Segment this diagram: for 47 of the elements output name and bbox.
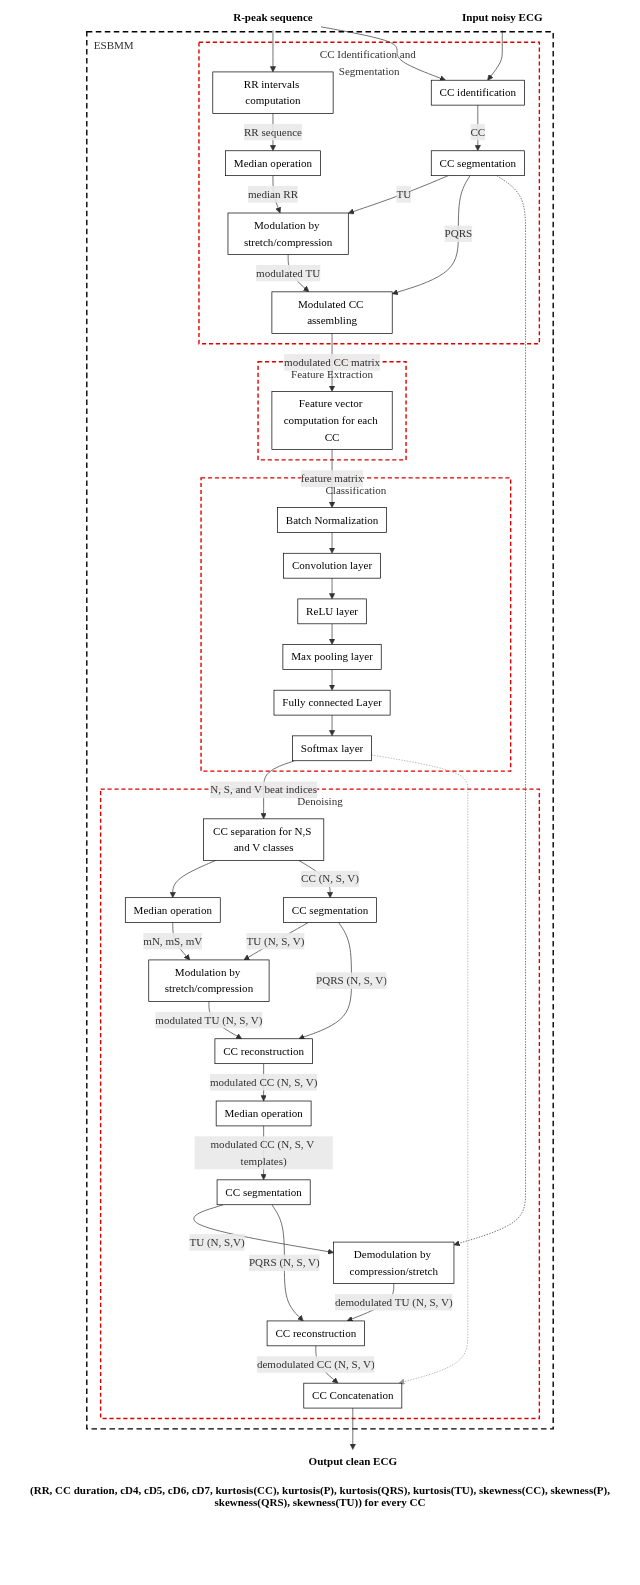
node-box: CC segmentation xyxy=(430,150,525,176)
node-box: Fully connected Layer xyxy=(273,689,391,716)
node-box: CC separation for N,S and V classes xyxy=(203,818,325,861)
edge-label: modulated TU xyxy=(256,266,321,279)
node-box: CC Concatenation xyxy=(303,1382,403,1409)
edge-label: N, S, and V beat indices xyxy=(210,783,318,796)
node-box: CC reconstruction xyxy=(214,1038,313,1064)
edge-label: PQRS (N, S, V) xyxy=(316,974,387,987)
node-box: RR intervals computation xyxy=(212,71,334,114)
edge-label: modulated CC (N, S, V) xyxy=(209,1076,318,1088)
node-box: Convolution layer xyxy=(283,552,381,579)
node-box: Demodulation by compression/stretch xyxy=(333,1241,455,1284)
node-box: Batch Normalization xyxy=(277,507,387,533)
node-box: Modulated CC assembling xyxy=(271,291,393,334)
node-box: Modulation by stretch/compression xyxy=(227,212,349,255)
edge-label: PQRS (N, S, V) xyxy=(248,1256,320,1269)
edge-label: TU (N, S, V) xyxy=(246,935,305,947)
node-box: CC identification xyxy=(430,79,525,106)
node-box: Softmax layer xyxy=(292,735,372,762)
node-box: Feature vector computation for each CC xyxy=(271,391,393,450)
node-box: Median operation xyxy=(124,897,221,923)
node-box: Median operation xyxy=(215,1100,312,1127)
edge-label: TU xyxy=(396,188,412,200)
edge-label: CC (N, S, V) xyxy=(301,872,360,885)
node-box: CC segmentation xyxy=(283,897,377,923)
node-text: Input noisy ECG xyxy=(461,11,543,24)
edge-label: modulated CC (N, S, V templates) xyxy=(210,1138,314,1167)
edge-label: demodulated TU (N, S, V) xyxy=(334,1296,453,1308)
node-box: ReLU layer xyxy=(297,598,367,625)
feature-list-note: (RR, CC duration, cD4, cD5, cD6, cD7, kurtosis(CC), kurtosis(P), kurtosis(QRS), kurtosis(TU), skewness(CC), skewness(P), skewness(QRS), skewness(TU)) for every CC xyxy=(29,1484,611,1508)
edge-label: median RR xyxy=(247,188,299,200)
edge-label: demodulated CC (N, S, V) xyxy=(256,1358,375,1371)
edge-label: RR sequence xyxy=(243,125,303,138)
edge-label: mN, mS, mV xyxy=(143,935,203,947)
edge-label: modulated CC matrix xyxy=(284,356,380,368)
node-text: R-peak sequence xyxy=(233,11,313,24)
node-box: Median operation xyxy=(225,150,321,176)
node-box: Modulation by stretch/compression xyxy=(148,959,270,1002)
node-text: Output clean ECG xyxy=(308,1455,398,1468)
node-box: Max pooling layer xyxy=(282,644,382,670)
edge-label: feature matrix xyxy=(300,472,364,485)
node-box: CC reconstruction xyxy=(266,1320,365,1347)
edge-label: CC xyxy=(470,125,486,138)
edge-label: TU (N, S,V) xyxy=(189,1236,245,1248)
edge-label: PQRS xyxy=(444,227,473,240)
node-box: CC segmentation xyxy=(216,1179,311,1206)
edge-label: modulated TU (N, S, V) xyxy=(155,1013,263,1026)
